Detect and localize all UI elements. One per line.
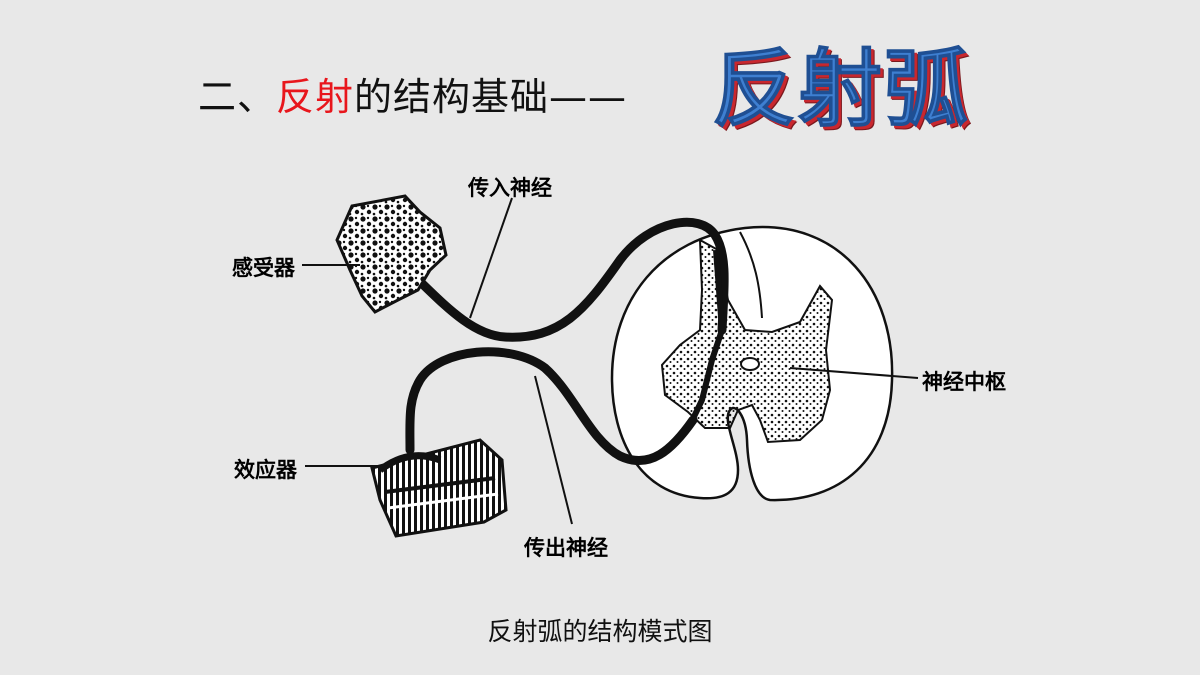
title-prefix: 二、	[198, 75, 277, 119]
label-efferent-nerve: 传出神经	[524, 536, 608, 560]
receptor-tissue	[335, 194, 448, 314]
diagram-caption: 反射弧的结构模式图	[487, 617, 713, 646]
label-receptor: 感受器	[232, 256, 295, 280]
afferent-nerve-fiber	[405, 217, 729, 342]
slide-title: 二、反射的结构基础——	[198, 66, 627, 121]
title-suffix: 的结构基础——	[354, 75, 628, 119]
label-nerve-center: 神经中枢	[922, 370, 1006, 394]
efferent-nerve-fiber	[405, 347, 698, 466]
leader-nerve-center	[789, 367, 919, 379]
label-afferent-nerve: 传入神经	[468, 176, 552, 200]
big-title: 反射弧	[711, 40, 971, 139]
label-effector: 效应器	[234, 458, 297, 482]
effector-muscle	[370, 438, 508, 538]
title-accent: 反射	[276, 75, 355, 119]
leader-afferent	[469, 197, 513, 319]
leader-efferent	[534, 375, 573, 525]
